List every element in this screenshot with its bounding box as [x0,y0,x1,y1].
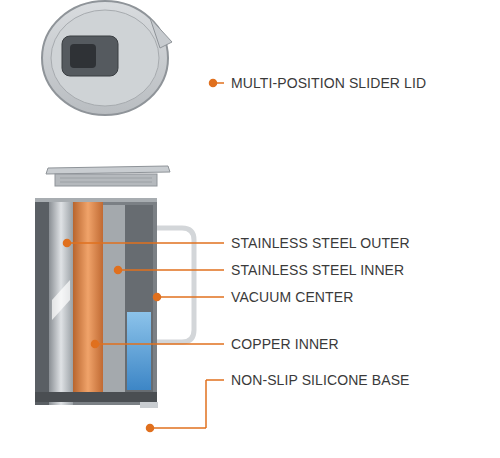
part-label-lid: MULTI-POSITION SLIDER LID [231,75,426,91]
part-label: STAINLESS STEEL OUTER [231,235,410,251]
part-label: COPPER INNER [231,336,339,352]
leader-lines [64,80,225,432]
part-label: VACUUM CENTER [231,289,353,305]
lid-side-view [46,166,170,186]
part-label: STAINLESS STEEL INNER [231,262,404,278]
mug-body-cutaway [35,198,158,408]
lid-top-view [42,1,172,115]
part-label: NON-SLIP SILICONE BASE [231,372,410,388]
